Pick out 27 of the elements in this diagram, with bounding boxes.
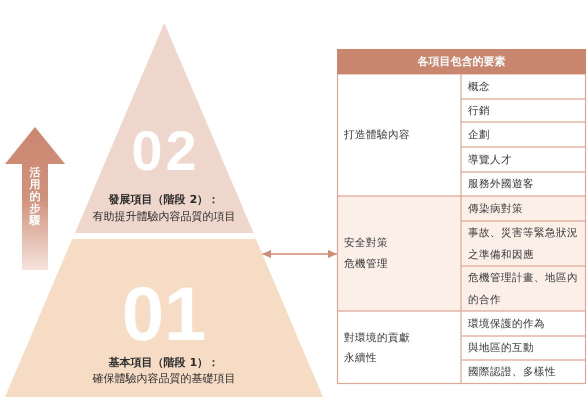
table-header: 各項目包含的要素 — [337, 49, 586, 74]
element-item: 概念 — [468, 80, 490, 94]
element-item: 國際認證、多樣性 — [468, 365, 556, 380]
element-item: 服務外國遊客 — [468, 177, 534, 192]
category-label: 打造體驗內容 — [344, 128, 410, 142]
stage-heading: 發展項目（階段 2）： — [108, 193, 220, 207]
elements-table — [337, 49, 586, 384]
category-label: 安全對策 — [344, 236, 388, 250]
element-item: 事故、災害等緊急狀況之準備和因應 — [468, 226, 579, 262]
pyramid-top-tier — [74, 23, 254, 233]
double-headed-arrow — [262, 250, 337, 258]
category-label: 永續性 — [344, 350, 377, 366]
element-item: 與地區的互動 — [468, 341, 534, 356]
element-item: 危機管理計畫、地區內的合作 — [468, 270, 579, 308]
arrow-label: 活用的步驟 — [30, 167, 40, 228]
pyramid-base-tier — [5, 239, 323, 397]
step-number: 01 — [122, 277, 206, 353]
element-item: 傳染病對策 — [468, 202, 523, 216]
category-label: 危機管理 — [344, 256, 388, 272]
stage-description: 確保體驗內容品質的基礎項目 — [92, 372, 236, 386]
element-item: 導覽人才 — [468, 152, 512, 168]
stage-description: 有助提升體驗內容品質的項目 — [92, 210, 236, 224]
element-item: 企劃 — [468, 128, 490, 142]
element-item: 環境保護的作為 — [468, 316, 545, 332]
element-item: 行銷 — [468, 104, 490, 118]
category-label: 對環境的貢獻 — [344, 330, 410, 346]
stage-heading: 基本項目（階段 1）： — [108, 356, 220, 370]
